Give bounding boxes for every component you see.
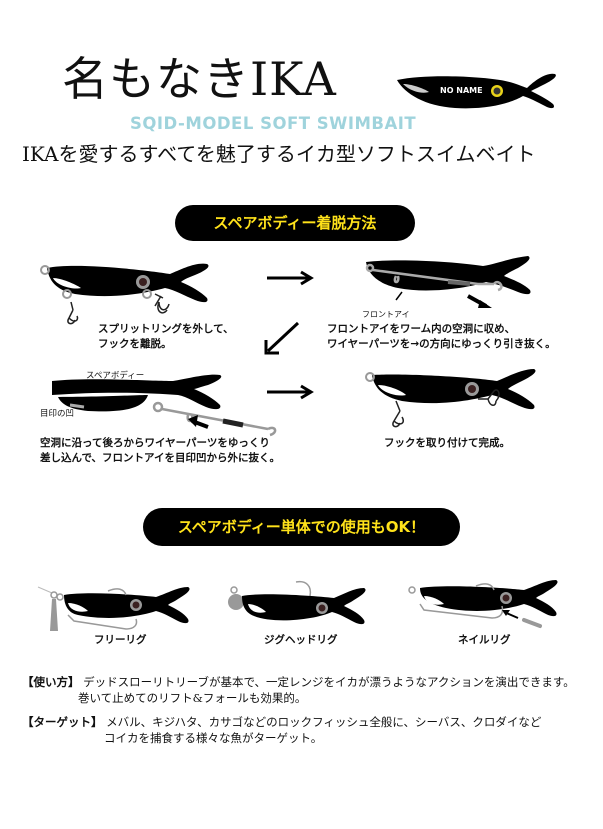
tagline: IKAを愛するすべてを魅了するイカ型ソフトスイムベイト (22, 142, 536, 166)
step3-caption-line1: 空洞に沿って後ろからワイヤーパーツをゆっくり (40, 437, 270, 449)
nail-rig-illustration (408, 580, 558, 628)
step3-caption-line2: 差し込んで、フロントアイを目印凹から外に抜く。 (40, 452, 281, 464)
step2-caption-line2: ワイヤーパーツを→の方向にゆっくり引き抜く。 (327, 338, 556, 350)
usage-line1: デッドスローリトリーブが基本で、一定レンジをイカが漂うようなアクションを演出でき… (83, 675, 575, 689)
nail-rig-label: ネイルリグ (458, 634, 511, 646)
down-left-arrow-icon (264, 321, 300, 355)
free-rig-label: フリーリグ (94, 634, 147, 646)
step1-caption-line2: フックを離脱。 (98, 338, 172, 350)
right-arrow-icon (267, 270, 314, 286)
step4-caption: フックを取り付けて完成。 (384, 437, 510, 449)
step2-lure-illustration (365, 256, 531, 308)
usage-tag: 【使い方】 (22, 675, 80, 689)
product-title: 名もなきIKA (62, 52, 337, 106)
step4-lure-illustration (365, 369, 536, 428)
mark-notch-label: 目印の凹 (40, 409, 75, 419)
section-heading-spare-body: スペアボディー着脱方法 (175, 205, 415, 241)
logo-badge-text: NO NAME (440, 86, 483, 95)
target-line1: メバル、キジハタ、カサゴなどのロックフィッシュ全般に、シーバス、クロダイなど (106, 715, 542, 729)
right-arrow-icon (267, 384, 314, 400)
jig-head-rig-label: ジグヘッドリグ (264, 634, 338, 646)
jig-head-rig-illustration (228, 580, 366, 625)
step1-caption-line1: スプリットリングを外して、 (98, 323, 234, 335)
usage-note: 【使い方】 デッドスローリトリーブが基本で、一定レンジをイカが漂うようなアクショ… (22, 674, 575, 690)
english-subtitle: SQID-MODEL SOFT SWIMBAIT (130, 114, 417, 133)
free-rig-illustration (37, 586, 190, 631)
spare-body-label: スペアボディー (86, 371, 145, 381)
usage-line2: 巻いて止めてのリフト&フォールも効果的。 (78, 691, 307, 705)
logo-fish-icon: NO NAME (397, 73, 556, 109)
section-heading-spare-body-standalone: スペアボディー単体での使用もOK！ (143, 508, 460, 546)
target-tag: 【ターゲット】 (22, 715, 103, 729)
target-note: 【ターゲット】 メバル、キジハタ、カサゴなどのロックフィッシュ全般に、シーバス、… (22, 714, 541, 730)
target-line2: コイカを捕食する様々な魚がターゲット。 (104, 731, 323, 745)
front-eye-label: フロントアイ (362, 310, 410, 319)
step1-lure-illustration (40, 263, 209, 325)
step3-lure-illustration (52, 374, 277, 437)
step2-caption-line1: フロントアイをワーム内の空洞に収め、 (327, 323, 516, 335)
